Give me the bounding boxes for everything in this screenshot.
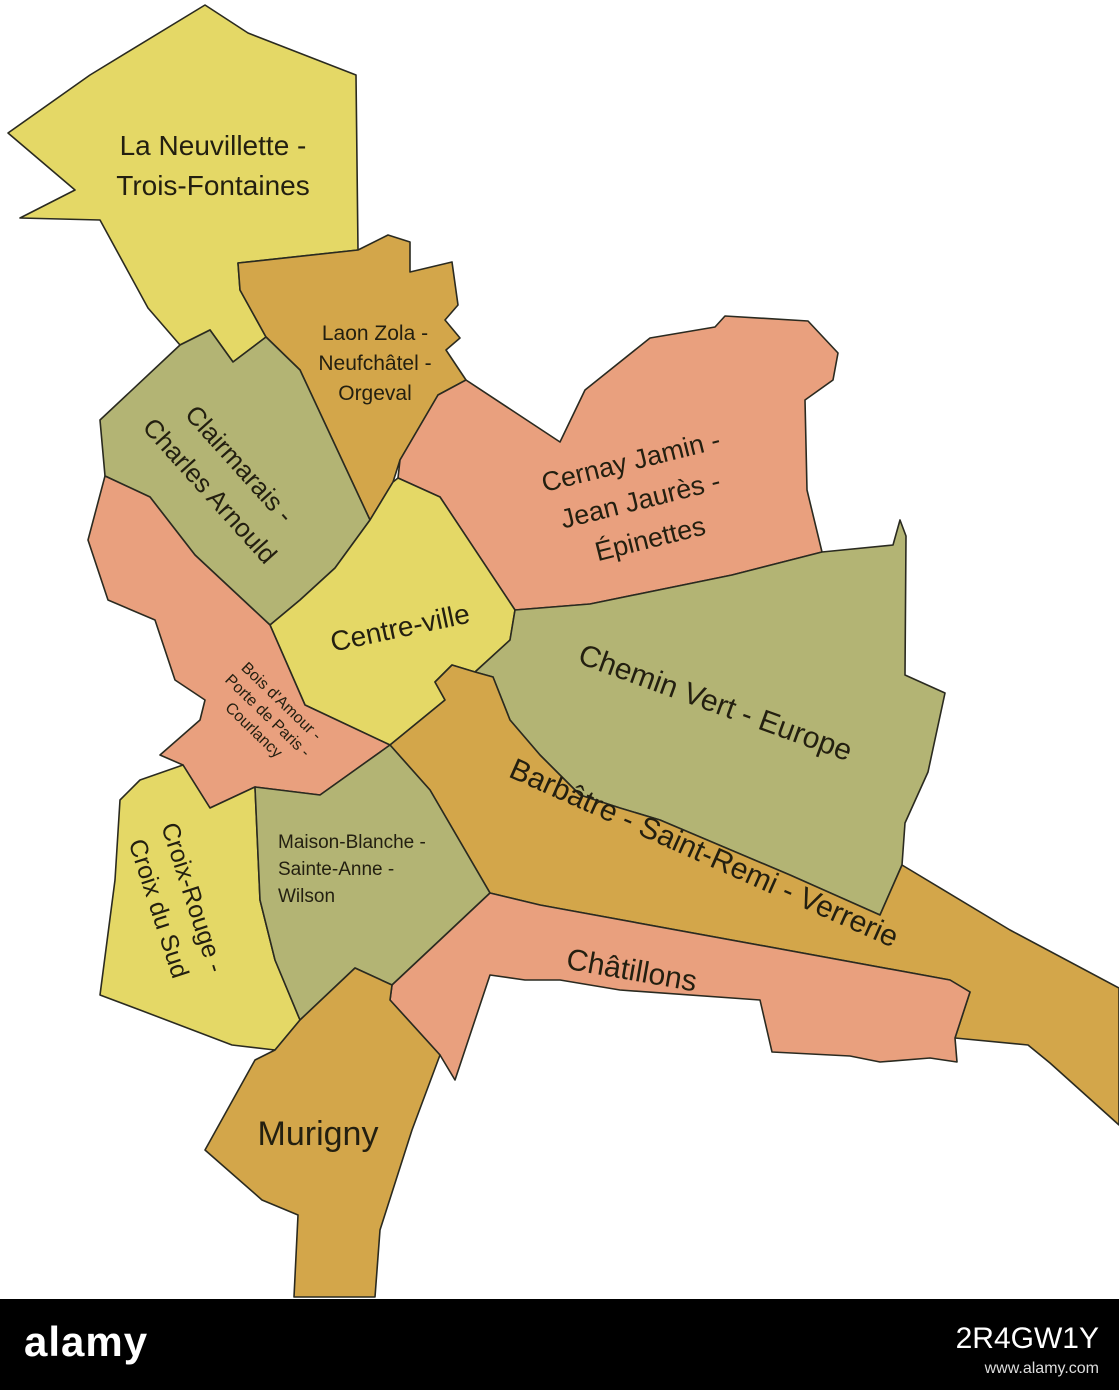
district-neuvillette: La Neuvillette - Trois-Fontaines	[7, 4, 359, 363]
watermark-footer	[0, 1299, 1119, 1390]
district-label-laon: Laon Zola - Neufchâtel - Orgeval	[318, 322, 431, 405]
district-label-line: Laon Zola -	[322, 322, 428, 345]
district-label-line: Neufchâtel -	[318, 352, 431, 375]
district-label-line: Murigny	[258, 1115, 379, 1153]
district-label-maison: Maison-Blanche - Sainte-Anne - Wilson	[278, 832, 426, 907]
district-area-chatillons	[389, 892, 971, 1081]
district-laon: Laon Zola - Neufchâtel - Orgeval	[237, 234, 467, 521]
watermark-logo: alamy	[24, 1318, 149, 1365]
district-croix: Croix-Rouge -Croix du Sud	[99, 764, 301, 1051]
district-label-neuvillette: La Neuvillette - Trois-Fontaines	[116, 130, 309, 201]
district-centre: Centre-ville	[269, 477, 516, 746]
district-label-line: Sainte-Anne -	[278, 859, 394, 880]
district-cernay: Cernay Jamin -Jean Jaurès -Épinettes	[397, 315, 839, 611]
district-area-murigny	[204, 967, 441, 1298]
district-label-line: Trois-Fontaines	[116, 170, 309, 201]
district-label-line: La Neuvillette -	[120, 130, 307, 161]
district-label-murigny: Murigny	[258, 1115, 379, 1153]
watermark-url: www.alamy.com	[984, 1360, 1099, 1377]
district-label-line: Orgeval	[338, 382, 412, 405]
district-label-line: Maison-Blanche -	[278, 832, 426, 853]
district-murigny: Murigny	[204, 967, 441, 1298]
district-maison: Maison-Blanche - Sainte-Anne - Wilson	[254, 744, 491, 1021]
watermark-image-id: 2R4GW1Y	[955, 1322, 1099, 1355]
district-clairmarais: Clairmarais -Charles Arnould	[99, 329, 371, 626]
district-label-line: Wilson	[278, 886, 335, 907]
district-chemin: Chemin Vert - Europe	[474, 519, 946, 916]
